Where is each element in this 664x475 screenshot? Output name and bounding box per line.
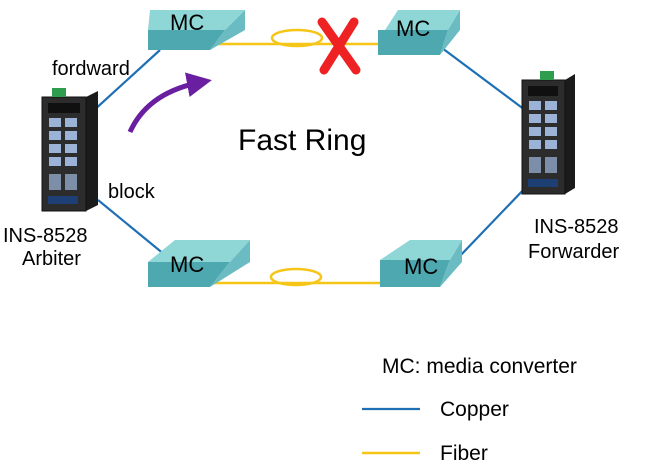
mc-label: MC <box>170 10 204 35</box>
fiber-coil-bottom <box>269 267 323 287</box>
ring-title: Fast Ring <box>238 124 366 157</box>
block-port-label: block <box>108 181 156 203</box>
media-converter-top-left: MC <box>148 10 245 50</box>
arbiter-role-label: Arbiter <box>22 248 81 270</box>
legend: MC: media converter Copper Fiber <box>362 355 577 465</box>
copper-link-left-bottom <box>97 199 166 256</box>
legend-copper: Copper <box>440 398 509 421</box>
fiber-coil-top <box>270 28 324 48</box>
copper-link-right-top <box>437 44 526 111</box>
curved-arrow-icon <box>127 72 212 134</box>
forward-port-label: fordward <box>52 58 130 80</box>
mc-label: MC <box>404 254 438 279</box>
mc-label: MC <box>170 252 204 277</box>
arbiter-model-label: INS-8528 <box>3 225 88 247</box>
media-converter-bottom-right: MC <box>380 240 462 287</box>
forwarder-role-label: Forwarder <box>528 241 619 263</box>
legend-fiber: Fiber <box>440 442 488 465</box>
mc-label: MC <box>396 16 430 41</box>
industrial-switch-icon <box>521 71 575 195</box>
x-mark-icon <box>317 17 361 75</box>
copper-link-right-bottom <box>457 184 529 259</box>
industrial-switch-icon <box>41 88 98 212</box>
copper-link-left-top <box>91 49 161 113</box>
media-converter-bottom-left: MC <box>148 240 250 287</box>
media-converter-top-right: MC <box>378 10 460 55</box>
forwarder-model-label: INS-8528 <box>534 216 619 238</box>
legend-mc: MC: media converter <box>382 355 577 378</box>
